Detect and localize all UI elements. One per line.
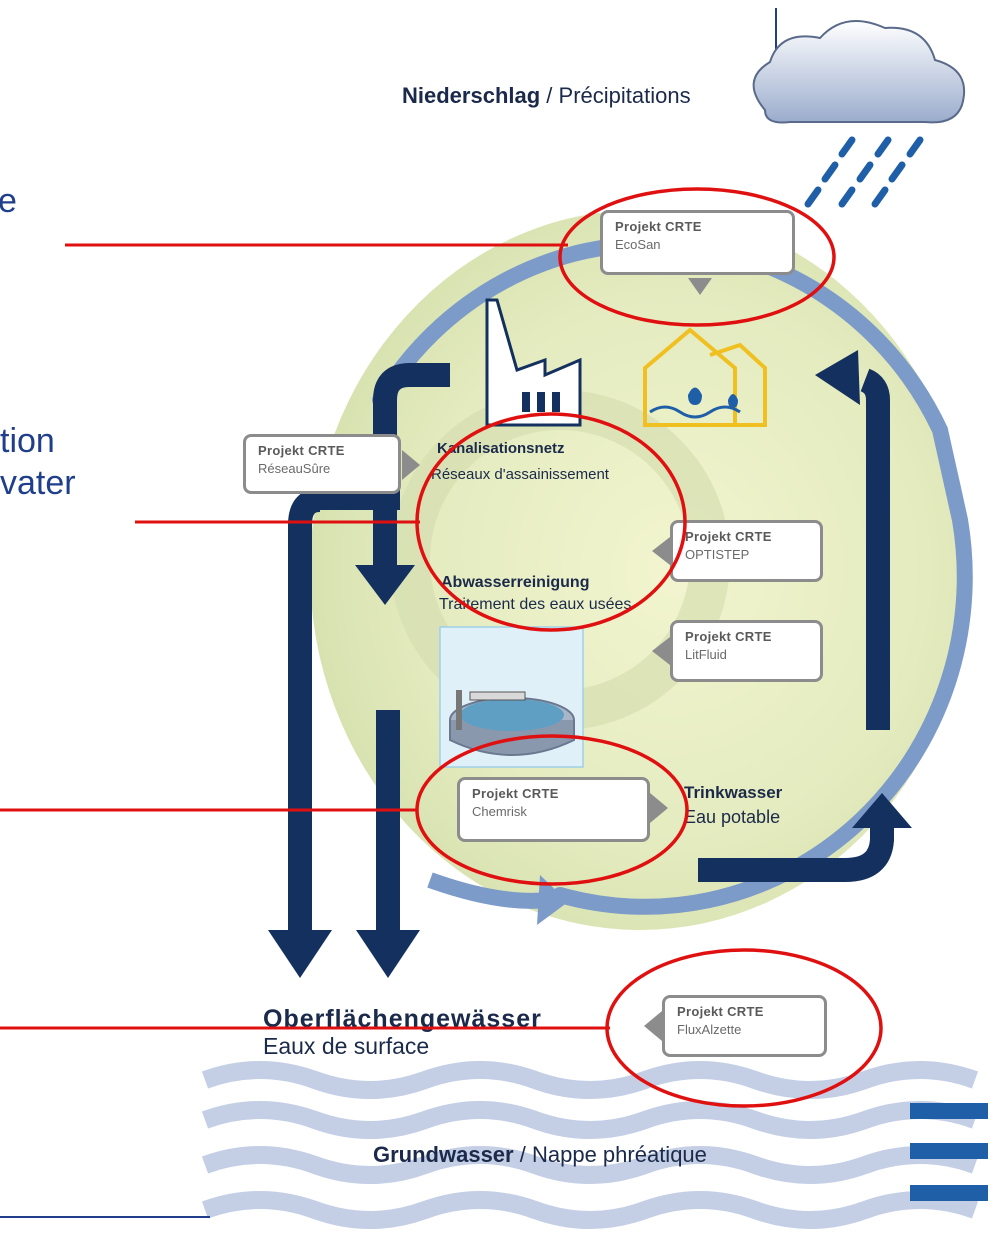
project-title: Projekt CRTE xyxy=(258,443,345,458)
project-name: EcoSan xyxy=(615,237,661,252)
groundwater-fr: Nappe phréatique xyxy=(531,1142,707,1167)
project-box-optistep[interactable]: Projekt CRTE OPTISTEP xyxy=(670,520,823,582)
project-title: Projekt CRTE xyxy=(685,529,772,544)
side-text-3: vater xyxy=(0,464,76,502)
precipitation-de: Niederschlag xyxy=(402,83,541,108)
side-text-2: tion xyxy=(0,422,55,460)
ring-arrowhead xyxy=(537,875,568,925)
groundwater-de: Grundwasser xyxy=(373,1142,514,1167)
project-name: FluxAlzette xyxy=(677,1022,742,1037)
project-box-litfluid[interactable]: Projekt CRTE LitFluid xyxy=(670,620,823,682)
groundwater-sep: / xyxy=(519,1142,526,1167)
project-title: Projekt CRTE xyxy=(615,219,702,234)
rain-icon xyxy=(804,136,924,208)
navy-flow-arrows xyxy=(288,363,894,935)
cloud-icon xyxy=(752,20,966,124)
drinking-water-de-label: Trinkwasser xyxy=(684,783,783,802)
project-title: Projekt CRTE xyxy=(685,629,772,644)
project-title: Projekt CRTE xyxy=(472,786,559,801)
houses-icon xyxy=(643,327,767,427)
treatment-fr-label: Traitement des eaux usées xyxy=(439,596,632,613)
precipitation-label: Niederschlag / Précipitations xyxy=(402,83,691,109)
sewer-fr-label: Réseaux d'assainissement xyxy=(431,466,609,483)
treatment-de-label: Abwasserreinigung xyxy=(441,574,590,591)
bar-2 xyxy=(910,1143,988,1159)
project-title: Projekt CRTE xyxy=(677,1004,764,1019)
bar-1 xyxy=(910,1103,988,1119)
precipitation-fr: Précipitations xyxy=(558,83,691,108)
drinking-water-fr-label: Eau potable xyxy=(684,807,781,827)
project-box-reseausure[interactable]: Projekt CRTE RéseauSûre xyxy=(243,434,401,494)
precipitation-sep: / xyxy=(546,83,553,108)
project-name: RéseauSûre xyxy=(258,461,331,476)
sewer-down-arrow xyxy=(373,363,450,565)
project-box-fluxalzette[interactable]: Projekt CRTE FluxAlzette xyxy=(662,995,827,1057)
project-box-ecosan[interactable]: Projekt CRTE EcoSan xyxy=(600,210,795,275)
clarifier-tank-icon xyxy=(439,626,584,768)
sewer-de-label: Kanalisationsnetz xyxy=(437,440,565,457)
project-name: LitFluid xyxy=(685,647,727,662)
bar-3 xyxy=(910,1185,988,1201)
side-text-1: e xyxy=(0,182,17,220)
project-box-chemrisk[interactable]: Projekt CRTE Chemrisk xyxy=(457,777,650,842)
groundwater-label: Grundwasser / Nappe phréatique xyxy=(373,1142,707,1168)
project-name: Chemrisk xyxy=(472,804,527,819)
arrowheads xyxy=(268,350,912,978)
surface-water-fr-label: Eaux de surface xyxy=(263,1033,430,1059)
surface-water-de-label: Oberflächengewässer xyxy=(263,1005,542,1033)
project-name: OPTISTEP xyxy=(685,547,750,562)
